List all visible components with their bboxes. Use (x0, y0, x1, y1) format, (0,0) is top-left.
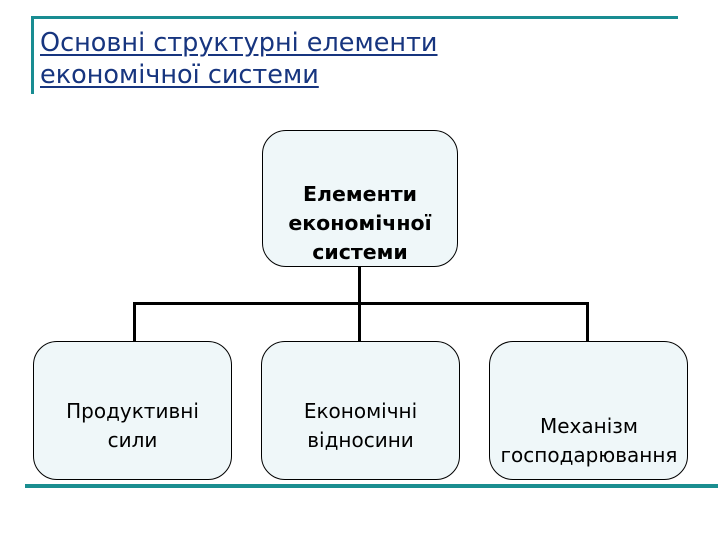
connector-drop-left (133, 302, 136, 342)
connector-drop-middle (358, 302, 361, 342)
diagram-node-economic-relations[interactable]: Економічні відносини (261, 341, 460, 480)
connector-horizontal-bus (133, 302, 589, 305)
top-accent-rule (31, 16, 678, 19)
left-accent-rule (31, 16, 34, 94)
bottom-accent-rule (25, 484, 718, 488)
diagram-node-economic-relations-label: Економічні відносини (303, 399, 418, 452)
diagram-node-productive-forces[interactable]: Продуктивні сили (33, 341, 232, 480)
diagram-node-management-mechanism[interactable]: Механізм господарювання (489, 341, 688, 480)
diagram-node-productive-forces-label: Продуктивні сили (66, 399, 199, 452)
connector-root-stem (358, 266, 361, 305)
diagram-node-management-mechanism-label: Механізм господарювання (500, 414, 678, 467)
diagram-node-root[interactable]: Елементи економічної системи (262, 130, 458, 267)
diagram-node-root-label: Елементи економічної системи (288, 182, 432, 264)
connector-drop-right (586, 302, 589, 342)
slide-title: Основні структурні елементи економічної … (40, 28, 438, 90)
